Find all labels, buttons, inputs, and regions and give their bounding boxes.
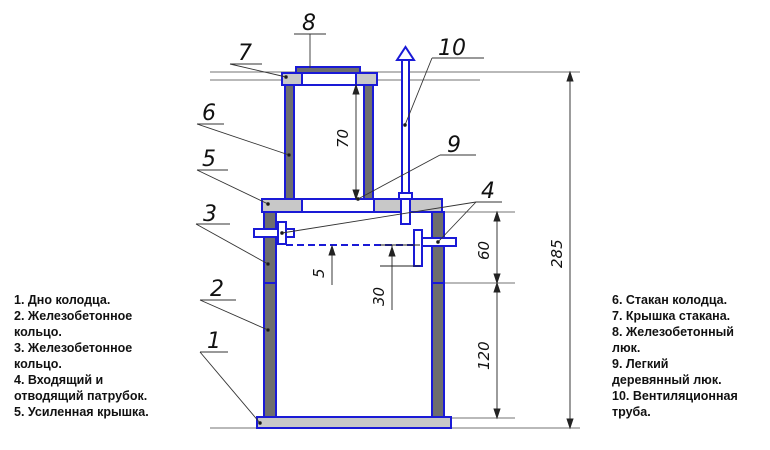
concrete-manhole: [295, 66, 361, 74]
well-bottom-slab: [256, 416, 452, 429]
callout-10: 10: [438, 36, 466, 61]
callout-2: 2: [210, 277, 224, 302]
legend-item-1: 1. Дно колодца.: [14, 293, 111, 307]
dim-total-height: 285: [548, 239, 566, 268]
legend-item-2: 2. Железобетонное кольцо.: [14, 309, 133, 339]
legend-item-9: 9. Легкий деревянный люк.: [612, 357, 722, 387]
light-wooden-hatch: [301, 198, 375, 213]
dim-riser-height: 70: [334, 129, 352, 148]
legend-right: 6. Стакан колодца. 7. Крышка стакана. 8.…: [612, 292, 768, 420]
legend-item-4: 4. Входящий и отводящий патрубок.: [14, 373, 148, 403]
ventilation-pipe: [395, 45, 416, 225]
callout-9: 9: [447, 133, 461, 158]
dim-ring-height: 120: [475, 341, 493, 370]
legend-item-5: 5. Усиленная крышка.: [14, 405, 149, 419]
callout-5: 5: [202, 147, 216, 172]
dim-pipe-offset: 30: [370, 287, 388, 306]
legend-item-6: 6. Стакан колодца.: [612, 293, 728, 307]
callout-6: 6: [202, 101, 216, 126]
leader-lines: [195, 33, 502, 425]
callout-1: 1: [207, 329, 221, 354]
left-ring-wall: [263, 211, 277, 418]
legend-item-3: 3. Железобетонное кольцо.: [14, 341, 133, 371]
callout-3: 3: [203, 202, 217, 227]
riser-cover-opening: [301, 72, 357, 86]
riser-right-wall: [363, 84, 374, 200]
legend-left: 1. Дно колодца. 2. Железобетонное кольцо…: [14, 292, 194, 420]
riser-left-wall: [284, 84, 295, 200]
callout-4: 4: [481, 179, 495, 204]
dim-pipe-diameter: 5: [310, 268, 328, 278]
dimension-lines: [328, 70, 574, 430]
callout-8: 8: [302, 11, 316, 36]
callout-7: 7: [238, 41, 252, 66]
legend-item-10: 10. Вентиляционная труба.: [612, 389, 738, 419]
dim-pipe-zone: 60: [475, 241, 493, 260]
legend-item-8: 8. Железобетонный люк.: [612, 325, 734, 355]
legend-item-7: 7. Крышка стакана.: [612, 309, 731, 323]
